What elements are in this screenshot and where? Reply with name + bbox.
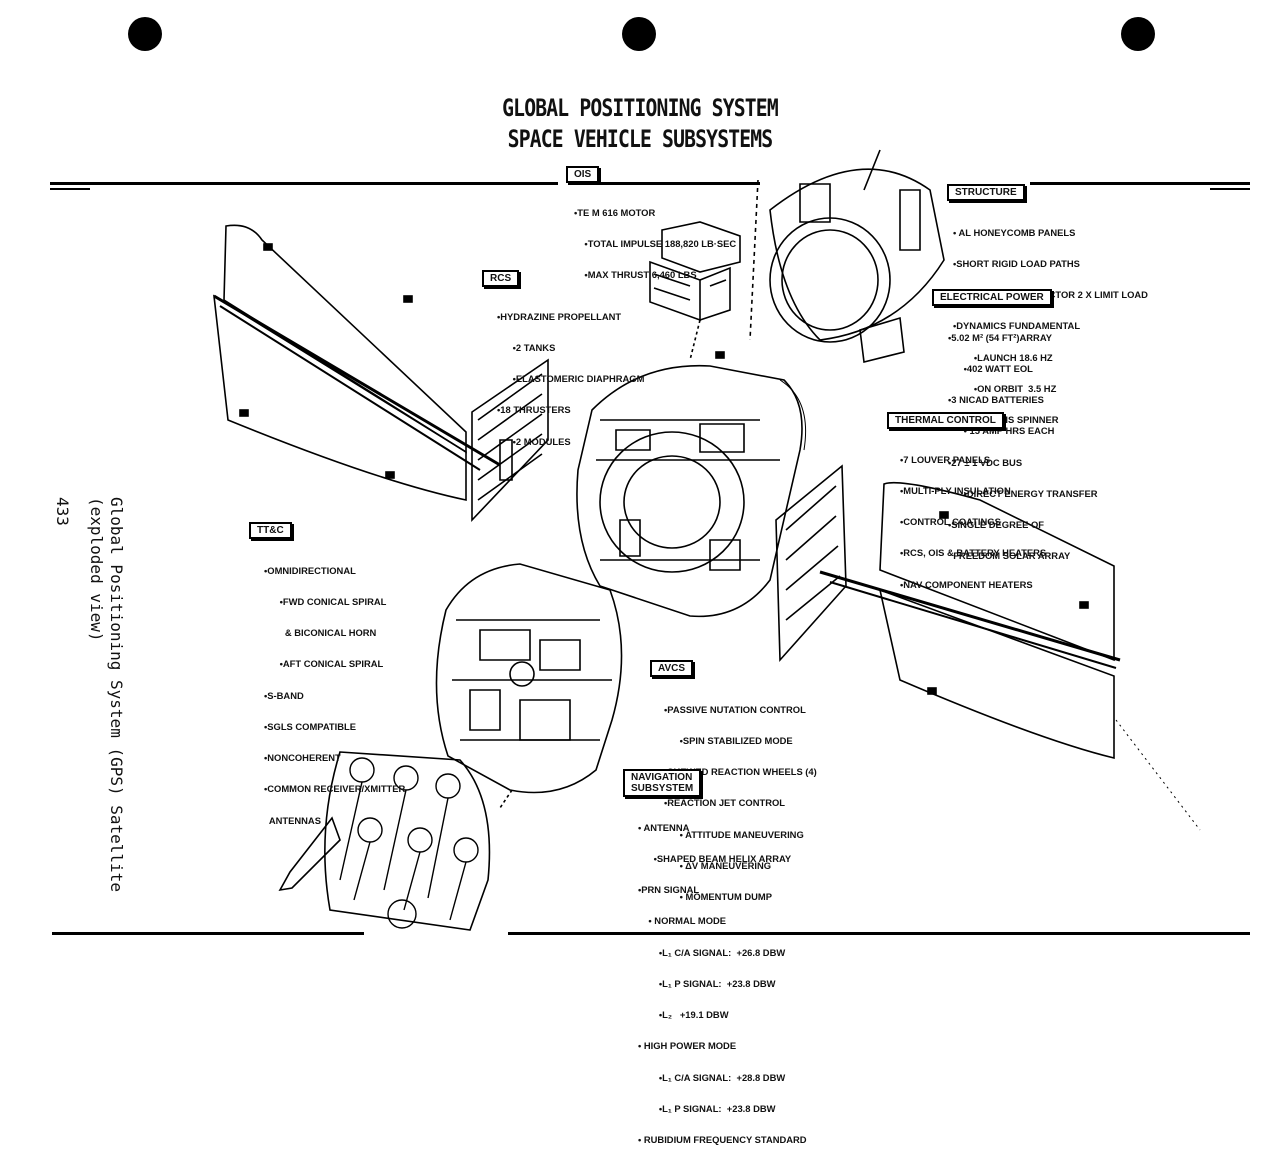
- ttc-line: & BICONICAL HORN: [264, 627, 377, 639]
- rcs-line: •ELASTOMERIC DIAPHRAGM: [497, 373, 645, 385]
- navigation-line: • HIGH POWER MODE: [638, 1040, 737, 1052]
- navigation-line: • ANTENNA: [638, 821, 690, 833]
- ttc-line: •AFT CONICAL SPIRAL: [264, 658, 384, 670]
- ois-line: •TE M 616 MOTOR: [574, 206, 656, 218]
- ttc-details: •OMNIDIRECTIONAL •FWD CONICAL SPIRAL & B…: [264, 545, 405, 836]
- thermal-control-line: •MULTI-PLY INSULATION: [900, 485, 1011, 497]
- electrical-power-line: •27 ± 1 VDC BUS: [948, 456, 1023, 468]
- rcs-details: •HYDRAZINE PROPELLANT •2 TANKS •ELASTOME…: [497, 291, 644, 458]
- ois-label-box: OIS: [566, 166, 600, 183]
- avcs-line: • ΔV MANEUVERING: [664, 859, 772, 871]
- thermal-control-line: •7 LOUVER PANELS: [900, 453, 991, 465]
- electrical-power-line: FREEDOM SOLAR ARRAY: [948, 550, 1071, 562]
- diagram-title-line1: GLOBAL POSITIONING SYSTEM: [502, 94, 779, 122]
- navigation-line: •PRN SIGNAL: [638, 884, 700, 896]
- thermal-control-line: •CONTROL COATINGS: [900, 516, 1001, 528]
- structure-line: • AL HONEYCOMB PANELS: [953, 226, 1076, 238]
- structure-line: •DYNAMICS FUNDAMENTAL: [953, 320, 1081, 332]
- right-solar-array: [775, 464, 1201, 831]
- ttc-line: ANTENNAS: [264, 814, 321, 826]
- structure-label-box: STRUCTURE: [947, 184, 1025, 201]
- avcs-line: • ATTITUDE MANEUVERING: [664, 828, 804, 840]
- rcs-line: •18 THRUSTERS: [497, 404, 571, 416]
- navigation-line: •L₂ +19.1 DBW: [638, 1009, 729, 1021]
- navigation-line: • NORMAL MODE: [638, 915, 727, 927]
- navigation-details: • ANTENNA •SHAPED BEAM HELIX ARRAY •PRN …: [638, 802, 807, 1156]
- structure-cylinder: [749, 149, 945, 363]
- caption-title: Global Positioning System (GPS) Satellit…: [107, 497, 126, 892]
- central-body: [576, 364, 807, 618]
- navigation-line: •SHAPED BEAM HELIX ARRAY: [638, 853, 792, 865]
- electrical-power-details: •5.02 M² (54 FT²)ARRAY •402 WATT EOL •3 …: [948, 312, 1097, 572]
- page-number: 433: [53, 497, 72, 526]
- ois-line: •MAX THRUST 6,460 LBS: [574, 269, 697, 281]
- ttc-line: •FWD CONICAL SPIRAL: [264, 596, 387, 608]
- navigation-line: •L₁ P SIGNAL: +23.8 DBW: [638, 1102, 776, 1114]
- rcs-line: •HYDRAZINE PROPELLANT: [497, 310, 622, 322]
- rule-top-right-a: [600, 182, 760, 185]
- structure-line: •LAUNCH 18.6 HZ: [953, 351, 1053, 363]
- satellite-exploded-illustration: [213, 149, 1201, 931]
- ttc-line: •OMNIDIRECTIONAL: [264, 564, 356, 576]
- structure-line: •ON ORBIT 3.5 HZ: [953, 382, 1057, 394]
- navigation-line: •L₁ C/A SIGNAL: +26.8 DBW: [638, 946, 786, 958]
- diagram-title-line2: SPACE VEHICLE SUBSYSTEMS: [507, 125, 774, 153]
- thermal-control-line: •NAV COMPONENT HEATERS: [900, 578, 1033, 590]
- navigation-label-line1: NAVIGATION: [631, 772, 693, 783]
- electrical-power-line: •3 NICAD BATTERIES: [948, 394, 1044, 406]
- thermal-control-label-box: THERMAL CONTROL: [887, 412, 1004, 429]
- rule-top-left-stub: [50, 188, 90, 190]
- structure-line: •SHORT RIGID LOAD PATHS: [953, 258, 1080, 270]
- avcs-line: • MOMENTUM DUMP: [664, 891, 772, 903]
- ttc-line: •SGLS COMPATIBLE: [264, 720, 356, 732]
- left-solar-array: [213, 224, 725, 523]
- avcs-line: •PASSIVE NUTATION CONTROL: [664, 703, 806, 715]
- ttc-line: •NONCOHERENT: [264, 752, 341, 764]
- rcs-line: •2 MODULES: [497, 435, 571, 447]
- rule-top-right-stub: [1210, 188, 1250, 190]
- navigation-label-line2: SUBSYSTEM: [631, 783, 694, 794]
- punch-hole-left: [128, 17, 162, 51]
- ttc-line: •S-BAND: [264, 689, 304, 701]
- avcs-label-box: AVCS: [650, 660, 694, 677]
- rule-bottom-right: [508, 932, 1250, 935]
- navigation-antenna-array: [278, 751, 491, 931]
- electrical-power-label-box: ELECTRICAL POWER: [932, 289, 1052, 306]
- thermal-control-details: •7 LOUVER PANELS •MULTI-PLY INSULATION •…: [900, 434, 1046, 601]
- punch-hole-center: [622, 17, 656, 51]
- rule-top-left: [50, 182, 558, 185]
- ois-motor: [649, 221, 741, 361]
- ois-details: •TE M 616 MOTOR •TOTAL IMPULSE 188,820 L…: [574, 187, 736, 291]
- ois-line: •TOTAL IMPULSE 188,820 LB·SEC: [574, 238, 737, 250]
- electrical-power-line: •402 WATT EOL: [948, 363, 1033, 375]
- avcs-line: •REACTION JET CONTROL: [664, 797, 785, 809]
- electrical-power-line: •5.02 M² (54 FT²)ARRAY: [948, 331, 1052, 343]
- ttc-line: •COMMON RECEIVER/XMITTER: [264, 783, 406, 795]
- electrical-power-line: •DIRECT ENERGY TRANSFER: [948, 487, 1098, 499]
- avcs-line: •SPIN STABILIZED MODE: [664, 735, 793, 747]
- rcs-label-box: RCS: [482, 270, 520, 287]
- navigation-line: •L₁ C/A SIGNAL: +28.8 DBW: [638, 1071, 786, 1083]
- navigation-line: • RUBIDIUM FREQUENCY STANDARD: [638, 1134, 807, 1145]
- electrical-power-line: •SINGLE DEGREE OF: [948, 519, 1045, 531]
- navigation-label-box: NAVIGATION SUBSYSTEM: [623, 769, 702, 797]
- thermal-control-line: •RCS, OIS & BATTERY HEATERS: [900, 547, 1047, 559]
- rule-top-right-b: [1030, 182, 1250, 185]
- electrical-power-line: • 15 AMP HRS EACH: [948, 425, 1055, 437]
- lower-body-module: [435, 563, 623, 809]
- rcs-line: •2 TANKS: [497, 342, 556, 354]
- rule-bottom-left: [52, 932, 364, 935]
- caption-subtitle: (exploded view): [87, 497, 106, 642]
- ttc-label-box: TT&C: [249, 522, 292, 539]
- punch-hole-right: [1121, 17, 1155, 51]
- navigation-line: •L₁ P SIGNAL: +23.8 DBW: [638, 977, 776, 989]
